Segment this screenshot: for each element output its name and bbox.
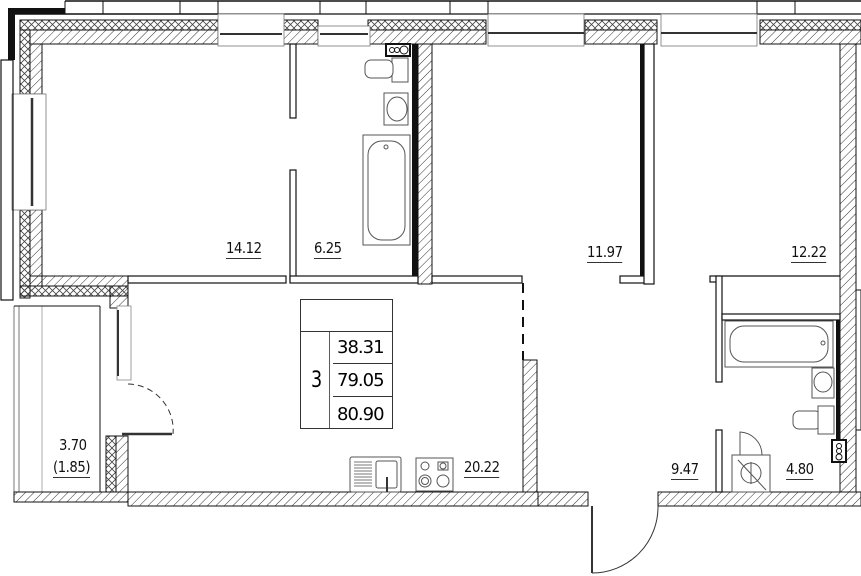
room-area-bedroom-2: 11.97 — [587, 243, 623, 263]
rooms-count: 3 — [304, 332, 330, 429]
interior-walls — [127, 43, 841, 493]
room-area-bedroom-3: 12.22 — [791, 243, 827, 263]
room-area-balcony-reduced: (1.85) — [53, 458, 91, 478]
bathroom-2-fixtures — [724, 320, 847, 493]
room-area-bedroom-1: 14.12 — [226, 239, 262, 259]
bathroom-1-fixtures — [362, 43, 411, 246]
exterior-wall-left — [0, 29, 129, 309]
kitchen-fixtures — [349, 456, 454, 493]
exterior-wall-right — [839, 43, 861, 493]
apartment-summary-table: 3 38.31 79.05 80.90 — [300, 299, 393, 429]
total-area-with-balcony: 80.90 — [337, 403, 385, 425]
exterior-wall-top — [19, 13, 861, 47]
room-area-bathroom-2: 4.80 — [786, 460, 814, 480]
room-area-balcony: 3.70 — [59, 436, 87, 454]
exterior-wall-bottom — [127, 491, 861, 574]
summary-header-cell — [301, 300, 392, 332]
living-area: 38.31 — [333, 332, 393, 364]
room-area-hallway: 9.47 — [671, 460, 699, 480]
room-area-kitchen-living: 20.22 — [464, 458, 500, 478]
balcony — [13, 305, 174, 503]
room-area-bathroom-1: 6.25 — [314, 239, 342, 259]
total-area: 79.05 — [333, 365, 393, 397]
